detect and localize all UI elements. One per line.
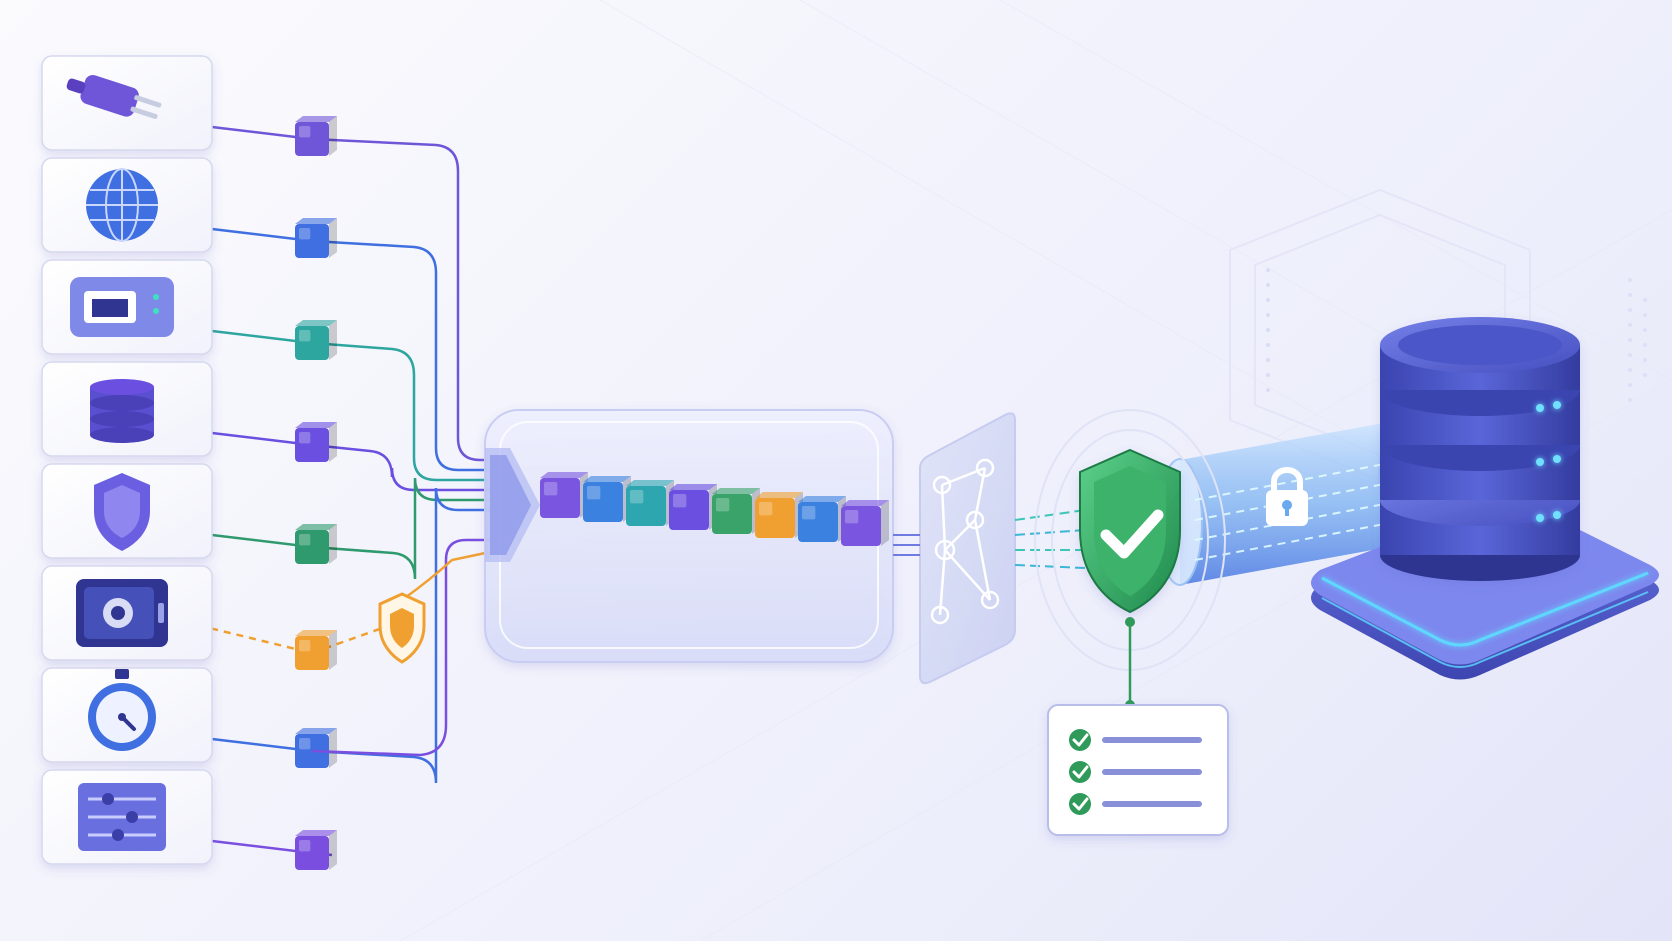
checklist-line xyxy=(1102,801,1202,807)
source-link xyxy=(311,538,490,757)
message-node xyxy=(295,630,337,670)
dot-columns-right xyxy=(1628,278,1647,402)
globe-icon xyxy=(86,168,158,242)
stopwatch-icon xyxy=(88,669,156,751)
queue-block xyxy=(755,492,803,538)
checklist-row xyxy=(1069,761,1202,783)
queue-block xyxy=(798,496,846,542)
message-node xyxy=(295,728,337,768)
source-link xyxy=(211,227,490,472)
shield-connector xyxy=(1125,617,1135,710)
dot-columns-left xyxy=(1266,268,1270,392)
queue-block xyxy=(540,472,588,518)
source-link xyxy=(211,329,490,482)
data-stream-lines xyxy=(893,509,1086,569)
database-server-icon xyxy=(1380,317,1580,581)
check-circle-icon xyxy=(1069,729,1091,751)
source-link xyxy=(211,431,490,492)
source-link xyxy=(211,125,490,462)
check-circle-icon xyxy=(1069,761,1091,783)
checklist-items xyxy=(1069,729,1202,815)
validation-shield-icon xyxy=(1079,448,1181,614)
queue-block xyxy=(626,480,674,526)
checklist-line xyxy=(1102,737,1202,743)
message-node xyxy=(295,218,337,258)
source-card xyxy=(41,565,213,661)
database-icon xyxy=(90,379,154,443)
queue-block xyxy=(669,484,717,530)
queue-block xyxy=(712,488,760,534)
security-badge-shield-icon xyxy=(378,592,426,664)
checklist-row xyxy=(1069,729,1202,751)
ethernet-port-icon xyxy=(70,277,174,337)
queue-block xyxy=(583,476,631,522)
source-card xyxy=(41,463,213,559)
check-circle-icon xyxy=(1069,793,1091,815)
shield-icon xyxy=(94,473,150,551)
source-card xyxy=(41,667,213,763)
network-graph-panel xyxy=(919,412,1016,685)
queue-block xyxy=(841,500,889,546)
checklist-line xyxy=(1102,769,1202,775)
padlock-icon xyxy=(1266,467,1308,526)
source-link xyxy=(211,487,490,784)
source-card xyxy=(41,55,213,151)
message-node xyxy=(295,524,337,564)
network-graph-icon xyxy=(930,458,1000,625)
message-node xyxy=(295,422,337,462)
source-card xyxy=(41,361,213,457)
source-card xyxy=(41,157,213,253)
source-card xyxy=(41,259,213,355)
queue-blocks xyxy=(540,472,889,546)
sliders-panel-icon xyxy=(78,783,166,851)
source-link xyxy=(211,477,490,580)
plug-icon xyxy=(66,74,162,119)
message-node xyxy=(295,116,337,156)
queue-entry-arrow xyxy=(485,448,540,562)
message-node xyxy=(295,320,337,360)
source-links xyxy=(147,116,491,870)
checklist-row xyxy=(1069,793,1202,815)
vault-safe-icon xyxy=(76,579,168,647)
source-cards xyxy=(41,55,213,865)
message-node xyxy=(295,830,337,870)
source-card xyxy=(41,769,213,865)
